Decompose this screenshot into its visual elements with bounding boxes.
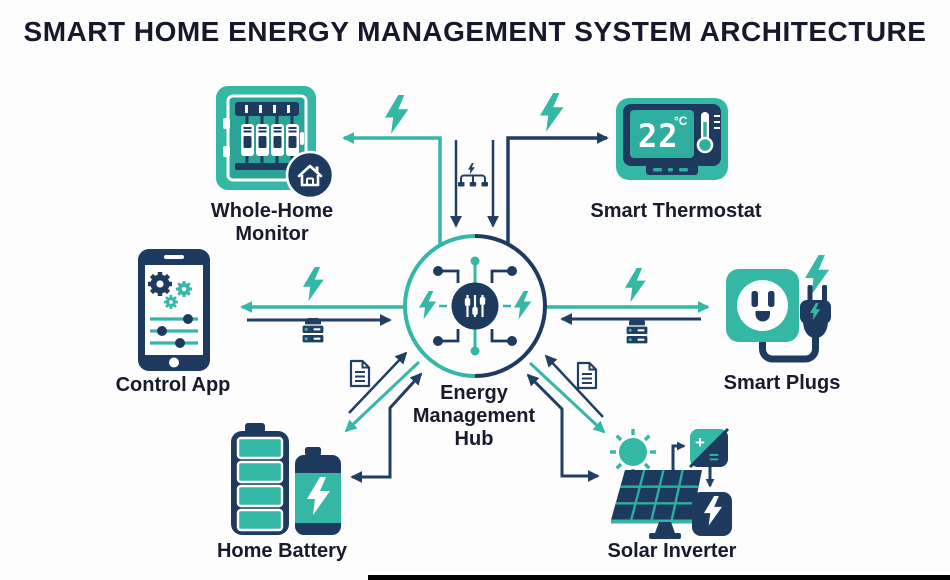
arrow-solar-hub-elbow [526, 373, 600, 482]
lightning-icon [419, 291, 532, 320]
thermometer-icon [696, 112, 720, 154]
home-badge-icon [285, 150, 335, 200]
battery-label: Home Battery [216, 540, 348, 562]
smartphone-gears-icon [138, 249, 210, 371]
outlet-plug-icon [726, 255, 831, 363]
solar-panel-inverter-icon: + = [610, 427, 732, 539]
document-icon [349, 359, 371, 388]
gear-icon [148, 272, 172, 296]
hub-label-line2: Management [412, 405, 536, 427]
lightning-icon [307, 477, 330, 515]
temperature-unit: °C [674, 114, 688, 128]
arrow-hub-to-monitor [342, 132, 442, 244]
lightning-icon [540, 93, 564, 132]
dc-plus-sign: + [695, 433, 705, 452]
energy-hub-icon [403, 234, 547, 378]
solar-label: Solar Inverter [607, 540, 737, 562]
gear-icon [176, 281, 192, 297]
lightning-icon [303, 267, 324, 302]
hub-label: Energy Management Hub [413, 382, 535, 451]
gear-icon [164, 295, 178, 309]
app-label: Control App [115, 374, 231, 396]
monitor-label-line1: Whole-Home [210, 200, 334, 222]
lightning-icon [625, 268, 646, 303]
dc-ac-converter-icon: + = [688, 427, 730, 469]
monitor-label-line2: Monitor [235, 223, 309, 245]
arrow-hub-to-thermostat [506, 132, 609, 244]
bottom-edge-bar [368, 575, 950, 580]
page-title: SMART HOME ENERGY MANAGEMENT SYSTEM ARCH… [23, 16, 927, 47]
document-icon [576, 361, 598, 390]
thermostat-icon: 22 °C [616, 98, 728, 180]
inverter-output-icon [692, 492, 732, 536]
hub-label-line3: Hub [454, 428, 494, 450]
ac-equals-sign: = [709, 448, 719, 467]
solar-panel [611, 469, 702, 539]
battery-icon [231, 423, 341, 535]
breaker-panel-home-icon [216, 86, 335, 200]
power-distribution-icon [458, 163, 488, 187]
lightning-icon [805, 255, 830, 295]
lightning-icon [385, 95, 409, 134]
smart-meter-icon [625, 319, 649, 345]
temperature-value: 22 [638, 117, 679, 155]
monitor-label: Whole-Home Monitor [211, 200, 333, 246]
hub-label-line1: Energy [440, 382, 508, 404]
smart-meter-icon [301, 318, 325, 344]
plug-icon [800, 285, 831, 338]
plugs-label: Smart Plugs [723, 372, 841, 394]
arrow-battery-hub-elbow [350, 372, 423, 483]
thermostat-label: Smart Thermostat [590, 200, 762, 222]
